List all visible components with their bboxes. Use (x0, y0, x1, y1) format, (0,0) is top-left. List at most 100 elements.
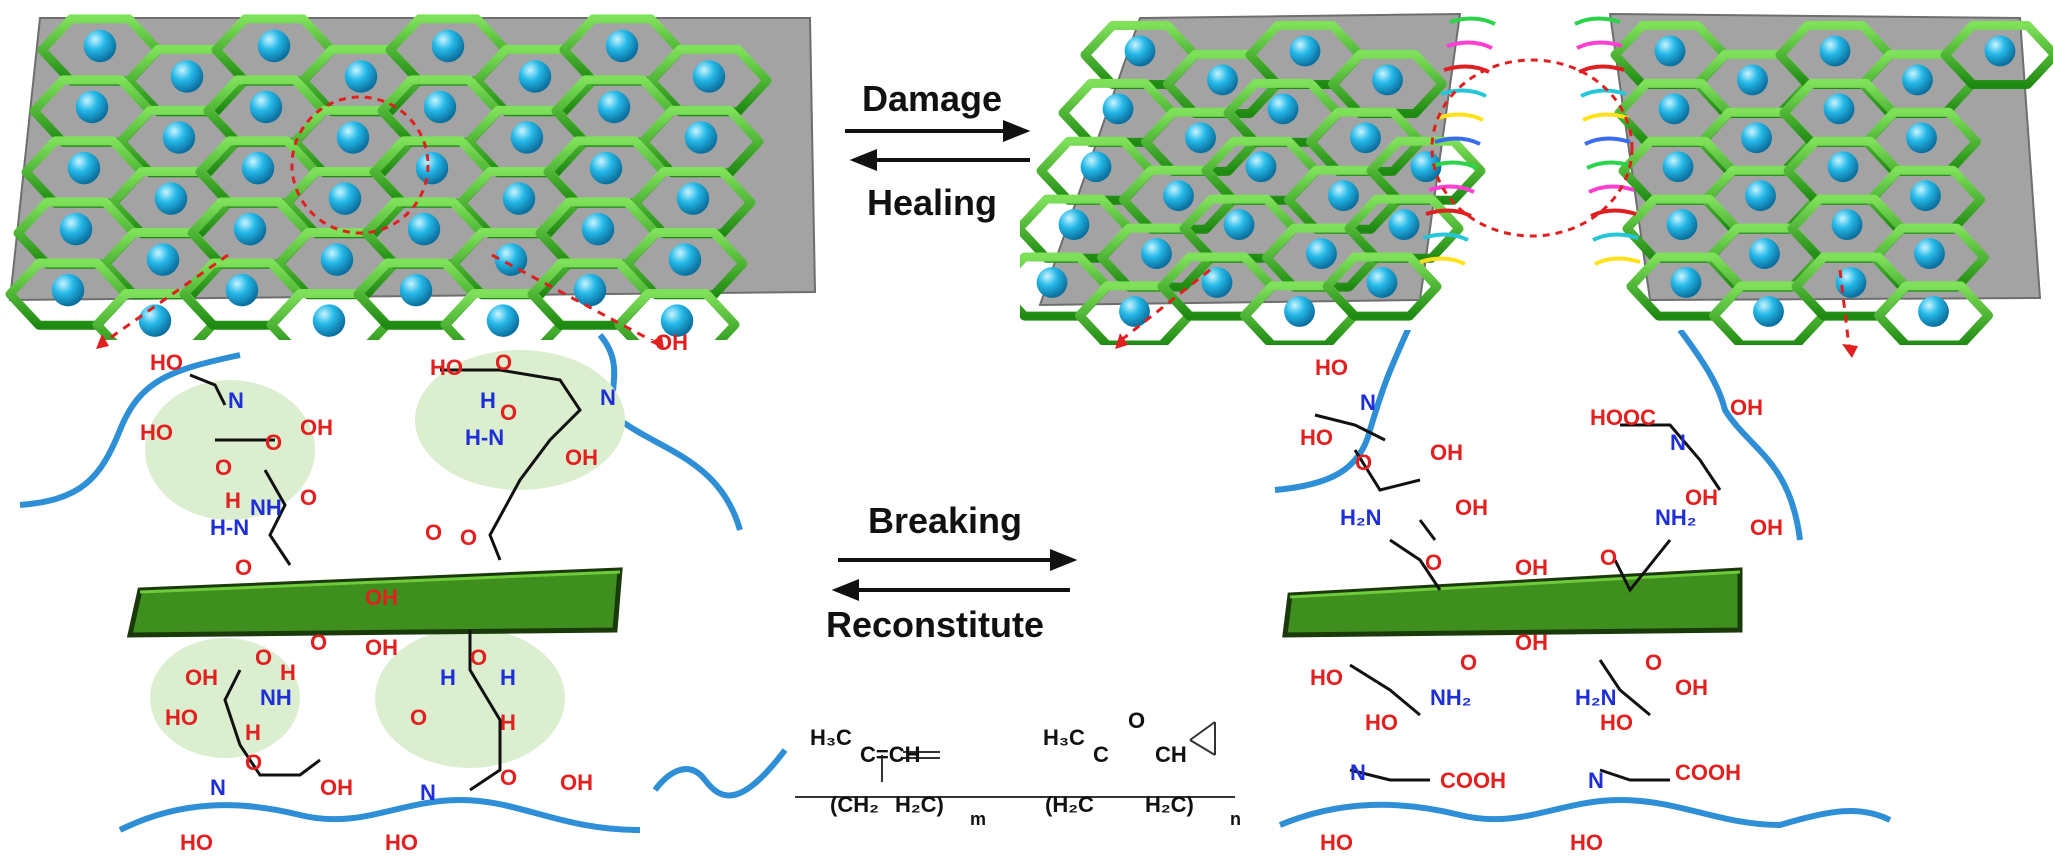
atom-label-h: H (500, 710, 516, 735)
mono-ch2: (CH₂ (830, 792, 879, 817)
atom-label-n: N (210, 775, 226, 800)
sphere (676, 182, 710, 215)
sphere (1289, 35, 1321, 67)
sphere (1753, 296, 1784, 327)
fiber-left (1431, 160, 1478, 170)
fiber-left (1440, 88, 1487, 98)
atom-label-ho: HO (1310, 665, 1343, 690)
hex-cell (622, 228, 748, 300)
atom-label-ho: HO (1320, 830, 1353, 855)
polymer-chain (1278, 796, 1892, 829)
fiber-left (1437, 112, 1484, 122)
sphere (518, 60, 552, 93)
atom-label-hooc: HOOC (1590, 405, 1656, 430)
hex-cell (1874, 281, 1993, 345)
atom-label-oh: OH (300, 415, 333, 440)
fiber-left (1428, 184, 1475, 194)
sphere (1914, 238, 1945, 269)
atom-label-hn: H-N (465, 425, 504, 450)
atom-label-hn: H-N (210, 515, 249, 540)
hex-cell (614, 289, 740, 340)
sphere (59, 212, 93, 246)
sphere (336, 121, 370, 154)
fiber-right (1582, 112, 1629, 122)
atom-label-oh: OH (1675, 675, 1708, 700)
sphere (1984, 35, 2016, 67)
sphere (170, 60, 204, 93)
atom-label-nh2: NH₂ (1430, 685, 1472, 710)
sphere (1185, 122, 1216, 154)
polymer-chain (1274, 330, 1412, 493)
broken-fibers (1419, 16, 1641, 266)
sphere (605, 29, 639, 63)
sphere (1366, 267, 1398, 298)
atom-label-n: N (1588, 768, 1604, 793)
fiber-right (1576, 40, 1623, 50)
atom-label-h: H (440, 665, 456, 690)
sphere (1119, 296, 1150, 327)
sphere (154, 182, 188, 215)
hbond-zone (415, 350, 625, 490)
sphere (233, 212, 267, 246)
atom-label-oh: OH (1455, 495, 1488, 520)
atom-label-ho: HO (1365, 710, 1398, 735)
sphere (320, 243, 354, 276)
sphere (589, 151, 623, 185)
atom-label-n: N (1360, 390, 1376, 415)
sphere (1906, 122, 1937, 154)
honeycomb-walls-left (1020, 21, 1486, 345)
fiber-left (1422, 232, 1469, 242)
sphere (146, 243, 180, 276)
mono-c-epox: C (1093, 742, 1109, 767)
damaged-membrane (1020, 12, 2053, 345)
atom-label-h: H (500, 665, 516, 690)
crack-circle (1430, 58, 1634, 238)
sphere (1350, 122, 1381, 154)
fiber-left (1419, 256, 1466, 266)
sphere (692, 60, 726, 93)
atom-label-nh: NH (260, 685, 292, 710)
sphere-grid (1036, 35, 2016, 327)
zoom-arrow-left (1114, 268, 1211, 345)
sphere (257, 29, 291, 63)
sphere (1036, 267, 1068, 298)
atom-label-ho: HO (140, 420, 173, 445)
atom-label-o: O (245, 750, 262, 775)
monomer-structure: H₃C C=CH (CH₂ H₂C) m H₃C C CH O (H₂C H₂C… (652, 708, 1241, 829)
sphere (1058, 209, 1090, 241)
atom-label-ho: HO (150, 350, 183, 375)
fiber-right (1588, 184, 1635, 194)
label-damage: Damage (861, 78, 1003, 119)
sphere (328, 182, 362, 215)
atom-label-o: O (1645, 650, 1662, 675)
mono-o-epox: O (1128, 708, 1145, 733)
honeycomb-walls-right (1610, 21, 2053, 345)
sphere (1749, 238, 1780, 269)
sphere (407, 212, 441, 246)
sphere (510, 121, 544, 154)
atom-label-h: H (280, 660, 296, 685)
sphere (1388, 209, 1420, 241)
atom-label-ho: HO (1570, 830, 1603, 855)
atom-label-h2n: H₂N (1340, 505, 1382, 530)
sphere (1306, 238, 1337, 269)
hex-cell (638, 105, 764, 178)
atom-label-o: O (410, 705, 427, 730)
label-healing: Healing (866, 182, 998, 223)
atom-label-h: H (225, 488, 241, 513)
mono-h2c-close: H₂C) (1145, 792, 1194, 817)
atom-label-o: O (1460, 650, 1477, 675)
atom-label-h: H (245, 720, 261, 745)
sphere (1910, 180, 1941, 212)
sphere (1737, 64, 1768, 96)
mono-ch-eq: C=CH (860, 742, 921, 767)
atom-label-o: O (425, 520, 442, 545)
mono-m: m (970, 809, 986, 829)
fiber-right (1594, 256, 1641, 266)
atom-label-cooh: COOH (1440, 768, 1506, 793)
sphere (431, 29, 465, 63)
sphere (486, 304, 520, 337)
atom-label-o: O (500, 400, 517, 425)
sphere (1741, 122, 1772, 154)
